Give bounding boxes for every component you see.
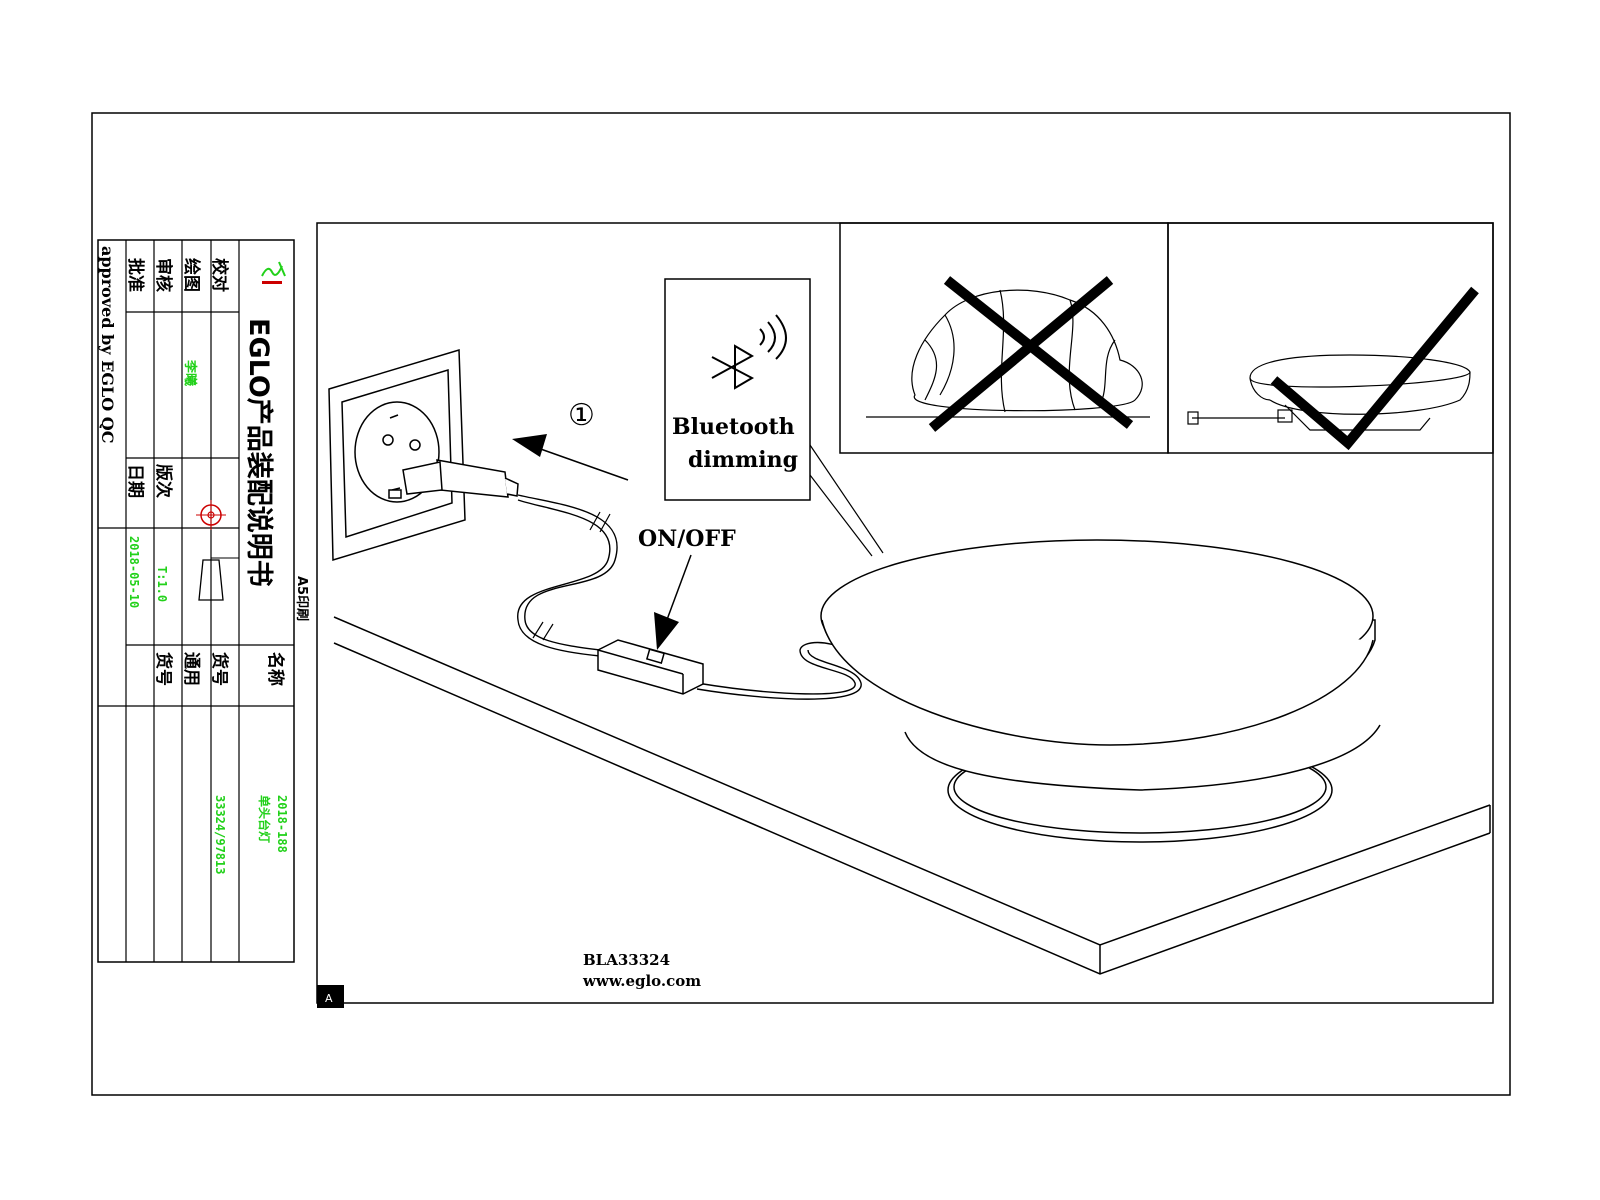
name-desc-value: 单头台灯	[257, 795, 272, 843]
uncovered-lamp-illustration	[1187, 354, 1471, 431]
outer-frame	[91, 112, 1511, 1096]
name-code-value: 2018-188	[275, 795, 289, 853]
label-version: 版次	[153, 464, 174, 498]
label-approve: 批准	[125, 258, 146, 292]
tabletop-illustration	[333, 616, 1491, 975]
product-code: BLA33324	[583, 951, 670, 969]
corner-mark: A	[325, 992, 333, 1005]
approved-by-text: approved by EGLO QC	[98, 246, 117, 443]
label-general: 通用	[181, 652, 201, 686]
corner-mark-box	[317, 985, 344, 1008]
eglo-logo-mark	[261, 261, 286, 284]
lamp-illustration	[820, 539, 1381, 843]
correct-check-icon	[1270, 286, 1479, 451]
item-codes-value: 33324/97813	[213, 795, 227, 874]
bluetooth-icon	[711, 314, 787, 390]
covered-lamp-illustration	[866, 289, 1150, 418]
first-angle-projection-icon	[196, 500, 226, 601]
drafter-name: 李曦	[182, 359, 198, 386]
switch-pointer-arrow	[654, 554, 692, 650]
label-item-no: 货号	[209, 652, 230, 686]
insert-direction-arrow	[512, 434, 629, 481]
bluetooth-label-line2: dimming	[688, 447, 798, 473]
bluetooth-callout: Bluetooth dimming	[664, 278, 884, 557]
usage-panels	[839, 222, 1494, 454]
date-value: 2018-05-10	[127, 536, 141, 608]
label-review: 审核	[153, 258, 174, 292]
label-date: 日期	[125, 464, 145, 498]
inline-switch-illustration	[597, 639, 704, 695]
bluetooth-label-line1: Bluetooth	[672, 414, 795, 440]
label-drawing: 绘图	[181, 258, 202, 292]
plug-illustration	[388, 459, 519, 499]
label-item-no-2: 货号	[153, 652, 174, 686]
document-title: EGLO产品装配说明书	[243, 318, 274, 587]
label-name: 名称	[265, 652, 286, 686]
step-marker: ①	[568, 398, 595, 433]
switch-label: ON/OFF	[638, 526, 736, 552]
print-note: A5印刷	[294, 576, 309, 621]
title-block: EGLO产品装配说明书 校对 绘图 审核 批准 approved by EGLO…	[97, 239, 309, 963]
power-cable	[517, 494, 862, 700]
wall-socket-illustration	[328, 349, 466, 562]
version-value: T:1.0	[155, 566, 169, 602]
label-check: 校对	[209, 258, 230, 292]
wrong-cross-icon	[928, 276, 1134, 432]
website-url: www.eglo.com	[582, 972, 701, 990]
